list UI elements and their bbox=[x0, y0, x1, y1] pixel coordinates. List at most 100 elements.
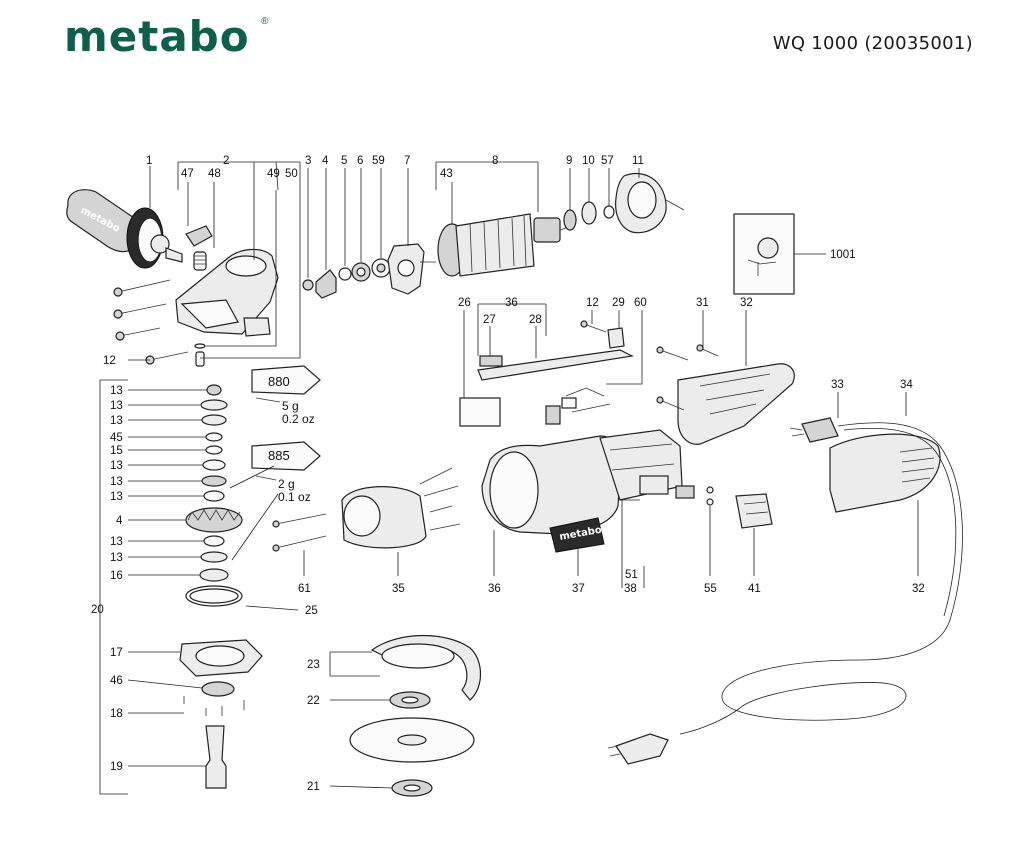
grinding-disc bbox=[349, 717, 475, 763]
field-winding bbox=[341, 467, 461, 549]
label-33: 33 bbox=[831, 379, 844, 391]
registered-mark: ® bbox=[261, 16, 269, 27]
grease-880-oz: 0.2 oz bbox=[282, 412, 315, 426]
label-31: 31 bbox=[696, 297, 709, 309]
label-7: 7 bbox=[404, 155, 410, 167]
parts-3-to-59 bbox=[302, 258, 391, 299]
label-13-a: 13 bbox=[110, 385, 123, 397]
label-25: 25 bbox=[305, 605, 318, 617]
grease-tube-885: 885 2 g 0.1 oz bbox=[251, 441, 321, 504]
part-41-switch bbox=[735, 493, 773, 529]
label-43: 43 bbox=[440, 168, 453, 180]
part-47-lock-button bbox=[185, 225, 213, 247]
label-29: 29 bbox=[612, 297, 625, 309]
label-12-top: 12 bbox=[586, 297, 599, 309]
gear-housing bbox=[175, 248, 279, 337]
part-7-baffle bbox=[387, 243, 425, 295]
label-48: 48 bbox=[208, 168, 221, 180]
label-60: 60 bbox=[634, 297, 647, 309]
label-46: 46 bbox=[110, 675, 123, 687]
switch-29 bbox=[580, 320, 625, 349]
grease-885-grams: 2 g bbox=[278, 477, 295, 491]
label-9: 9 bbox=[566, 155, 572, 167]
motor-housing bbox=[481, 429, 683, 535]
label-21: 21 bbox=[307, 781, 320, 793]
housing-screws bbox=[113, 279, 189, 365]
label-26: 26 bbox=[458, 297, 471, 309]
label-27: 27 bbox=[483, 314, 496, 326]
part-22-flange bbox=[389, 691, 431, 709]
label-10: 10 bbox=[582, 155, 595, 167]
leader-lines bbox=[99, 161, 919, 795]
label-41: 41 bbox=[748, 583, 761, 595]
label-61: 61 bbox=[298, 583, 311, 595]
field-screws bbox=[272, 513, 327, 552]
label-13-c: 13 bbox=[110, 415, 123, 427]
brand-name: metabo bbox=[64, 12, 250, 61]
label-13-h: 13 bbox=[110, 552, 123, 564]
label-47: 47 bbox=[181, 168, 194, 180]
label-32-top: 32 bbox=[740, 297, 753, 309]
handle-shell-half bbox=[656, 344, 795, 445]
label-35: 35 bbox=[392, 583, 405, 595]
side-handle: metabo bbox=[66, 189, 183, 269]
switch-60-wire bbox=[545, 387, 611, 425]
bearings-9-10-57 bbox=[563, 201, 615, 231]
label-49: 49 bbox=[267, 168, 280, 180]
label-18: 18 bbox=[110, 708, 123, 720]
label-36-top: 36 bbox=[505, 297, 518, 309]
spindle-stack bbox=[179, 384, 263, 789]
grease-885-oz: 0.1 oz bbox=[278, 490, 311, 504]
brand-logo: metabo ® bbox=[64, 12, 268, 61]
label-45: 45 bbox=[110, 432, 123, 444]
grease-880-grams: 5 g bbox=[282, 399, 299, 413]
label-15: 15 bbox=[110, 445, 123, 457]
label-38: 38 bbox=[624, 583, 637, 595]
label-13-b: 13 bbox=[110, 400, 123, 412]
label-59: 59 bbox=[372, 155, 385, 167]
label-22: 22 bbox=[307, 695, 320, 707]
parts-49-50-pin bbox=[194, 343, 206, 367]
label-6: 6 bbox=[357, 155, 363, 167]
label-12-left: 12 bbox=[103, 355, 116, 367]
label-32-bottom: 32 bbox=[912, 583, 925, 595]
label-13-f: 13 bbox=[110, 491, 123, 503]
label-1: 1 bbox=[146, 155, 152, 167]
part-48-spring bbox=[193, 251, 207, 271]
grease-tube-880: 880 5 g 0.2 oz bbox=[251, 365, 321, 426]
label-plate: metabo bbox=[549, 517, 605, 553]
label-55: 55 bbox=[704, 583, 717, 595]
armature bbox=[420, 213, 577, 277]
label-4-gear: 4 bbox=[116, 515, 123, 527]
label-51: 51 bbox=[625, 569, 638, 581]
grease-880-label: 880 bbox=[268, 374, 290, 389]
label-19: 19 bbox=[110, 761, 123, 773]
label-5: 5 bbox=[341, 155, 347, 167]
label-11: 11 bbox=[632, 155, 644, 167]
label-4: 4 bbox=[322, 155, 329, 167]
part-labels: 1 2 3 4 5 6 59 7 8 9 10 57 11 47 48 49 5… bbox=[91, 155, 925, 793]
label-17: 17 bbox=[110, 647, 123, 659]
label-3: 3 bbox=[305, 155, 311, 167]
label-13-g: 13 bbox=[110, 536, 123, 548]
label-8: 8 bbox=[492, 155, 498, 167]
wheel-guard bbox=[360, 635, 481, 701]
label-36-bottom: 36 bbox=[488, 583, 501, 595]
label-1001: 1001 bbox=[830, 249, 856, 261]
model-title: WQ 1000 (20035001) bbox=[772, 33, 973, 54]
switch-rod bbox=[459, 349, 634, 427]
power-cable bbox=[607, 417, 963, 765]
label-13-d: 13 bbox=[110, 460, 123, 472]
label-2: 2 bbox=[223, 155, 229, 167]
part-1001-detail bbox=[733, 213, 826, 295]
label-28: 28 bbox=[529, 314, 542, 326]
label-20: 20 bbox=[91, 604, 104, 616]
label-37: 37 bbox=[572, 583, 585, 595]
part-55-screws bbox=[706, 486, 714, 506]
label-16: 16 bbox=[110, 570, 123, 582]
switch-51 bbox=[639, 475, 695, 499]
part-11-fan-guide bbox=[615, 172, 685, 234]
part-21-nut bbox=[391, 779, 433, 797]
label-50: 50 bbox=[285, 168, 298, 180]
